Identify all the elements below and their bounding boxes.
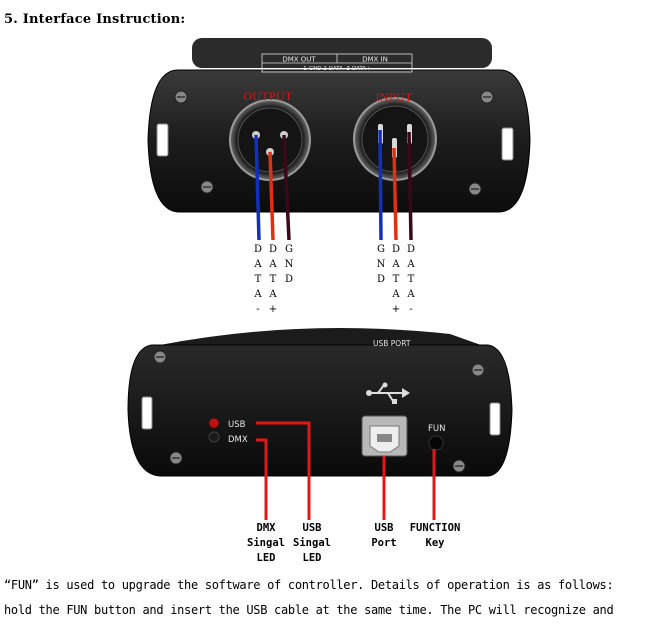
- top-device: DMX OUT DMX IN 1-GND 2-DATA- 3-DATA+ OUT…: [147, 38, 531, 213]
- paragraph-line-1: “FUN” is used to upgrade the software of…: [4, 578, 614, 592]
- wire-red: [268, 151, 275, 241]
- mount-slot: [501, 127, 514, 161]
- wire-maroon: [282, 134, 291, 241]
- bottom-device: USB PORT USB DMX FUN: [127, 328, 513, 477]
- function-key-callout: FUNCTION Key: [409, 522, 461, 549]
- output-label: OUTPUT: [243, 89, 293, 103]
- usb-led-callout-line: [256, 421, 311, 520]
- usb-led: [208, 417, 220, 429]
- top-device-face: [147, 69, 531, 213]
- led-dmx-text: DMX: [228, 435, 248, 445]
- wire-blue: [254, 134, 261, 241]
- usb-port-caption: USB PORT: [373, 339, 411, 348]
- top-wires: [254, 129, 413, 241]
- callout-lines: [256, 421, 436, 520]
- wire-red: [392, 147, 398, 241]
- dmx-out-text: DMX OUT: [282, 56, 316, 64]
- usb-port-callout: USB Port: [371, 522, 397, 549]
- led-usb-text: USB: [228, 420, 246, 430]
- function-key-button: [428, 435, 444, 451]
- dmx-in-text: DMX IN: [362, 56, 388, 64]
- pin-legend-text: 1-GND 2-DATA- 3-DATA+: [303, 66, 371, 72]
- dmx-led: [208, 431, 220, 443]
- mount-slot: [141, 396, 153, 430]
- usb-led-callout: USB Singal LED: [293, 522, 331, 564]
- wire-maroon: [407, 131, 413, 241]
- top-device-lid: [192, 38, 492, 68]
- paragraph-line-2: hold the FUN button and insert the USB c…: [4, 603, 614, 617]
- dmx-led-callout-line: [256, 438, 268, 520]
- bottom-device-face: [127, 344, 513, 477]
- usb-symbol-icon: [366, 382, 410, 404]
- section-heading: 5. Interface Instruction:: [4, 12, 186, 27]
- input-label: INPUT: [376, 90, 413, 104]
- mount-slot: [489, 402, 501, 436]
- dmx-label-box: DMX OUT DMX IN 1-GND 2-DATA- 3-DATA+: [261, 53, 413, 73]
- dmx-led-callout: DMX Singal LED: [247, 522, 285, 564]
- mount-slot: [156, 123, 169, 157]
- wire-blue: [378, 129, 383, 241]
- fun-text: FUN: [428, 424, 445, 434]
